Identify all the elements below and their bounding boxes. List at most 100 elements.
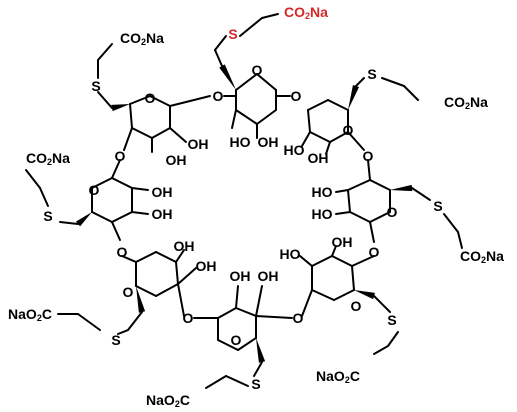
ring-oxygen-upper-left: O	[145, 90, 156, 106]
sulfur-left: S	[43, 208, 52, 224]
sulfur-left-part: S	[43, 208, 52, 224]
chain-lr	[373, 345, 389, 355]
hydroxyl-upper-left-2-part: OH	[166, 152, 187, 168]
ring-oxygen-right-part: O	[387, 204, 398, 220]
glycosidic-oxygen-upper-right-part: O	[363, 148, 374, 164]
chain-left	[59, 221, 79, 225]
carboxylate-bottom-part: 2	[175, 399, 180, 409]
chain-ur	[355, 77, 365, 87]
ring-oxygen-left: O	[89, 182, 100, 198]
carboxylate-upper-right: CO2Na	[444, 94, 488, 111]
hydroxyl-upper-right-part: HO	[284, 142, 305, 158]
sulfur-upper-left: S	[91, 78, 100, 94]
wedge-right-c6	[390, 184, 413, 192]
chain-top-red	[214, 35, 227, 51]
bond-ur-oh	[301, 131, 311, 147]
ring-oxygen-upper-right: O	[343, 122, 354, 138]
carboxylate-lower-right: NaO2C	[316, 368, 360, 385]
carboxylate-left-part: CO	[26, 150, 47, 166]
chain-ul	[97, 43, 113, 61]
chain-bottom	[253, 361, 263, 377]
glucose-ring-lower-right	[331, 255, 353, 267]
glucose-ring-top	[256, 109, 277, 125]
carboxylate-left: CO2Na	[26, 150, 70, 167]
wedge-bottom-c6	[256, 338, 266, 363]
glucose-ring-right	[347, 189, 351, 213]
hydroxyl-upper-right: HO	[284, 142, 305, 158]
glycosidic-oxygen-top-left: O	[213, 88, 224, 104]
chain-ur	[403, 85, 419, 101]
sulfur-right: S	[433, 198, 442, 214]
wedge-left-c6	[75, 212, 92, 227]
glycosidic-ur	[347, 131, 365, 151]
glycosidic-right-lower	[369, 221, 375, 243]
carboxylate-upper-left-part: 2	[141, 37, 146, 47]
glucose-ring-lower-left	[175, 261, 179, 285]
hydroxyl-lower-left-part: OH	[174, 238, 195, 254]
glycosidic-oxygen-top-right-part: O	[291, 88, 302, 104]
bond-bottom-oh	[235, 285, 239, 309]
glycosidic-oxygen-left-part: O	[117, 244, 128, 260]
bond-ll-oh	[175, 249, 185, 263]
hydroxyl-right-part: HO	[312, 184, 333, 200]
glucose-ring-upper-right	[307, 109, 311, 133]
hydroxyl-bottom-2: OH	[258, 268, 279, 284]
carboxylate-left-part: Na	[52, 150, 70, 166]
bond-left-oh	[131, 187, 149, 191]
ring-oxygen-bottom: O	[231, 332, 242, 348]
glucose-ring-lower-right	[311, 255, 333, 267]
hydroxyl-left-part: OH	[152, 184, 173, 200]
glucose-ring-right	[347, 179, 371, 191]
hydroxyl-left-2-part: OH	[152, 206, 173, 222]
hydroxyl-left: OH	[152, 184, 173, 200]
bond-right-oh	[335, 189, 349, 193]
hydroxyl-bottom-part: OH	[230, 268, 251, 284]
carboxylate-top-part: Na	[310, 4, 328, 20]
carboxylate-lower-left: NaO2C	[8, 306, 52, 323]
hydroxyl-bottom-2-part: OH	[258, 268, 279, 284]
chain-top-red	[261, 13, 279, 19]
bond-lr-oh	[331, 245, 337, 257]
glucose-ring-right	[369, 179, 391, 191]
carboxylate-upper-left: CO2Na	[120, 30, 164, 47]
carboxylate-right-part: 2	[481, 255, 486, 265]
glucose-ring-lower-right	[311, 289, 335, 301]
sulfur-upper-right-part: S	[367, 66, 376, 82]
glucose-ring-lower-left	[155, 283, 179, 297]
glycosidic-bottom-right	[255, 315, 293, 319]
chain-top-red	[214, 49, 223, 67]
chain-right	[443, 213, 459, 233]
sulfur-lower-left-part: S	[111, 332, 120, 348]
glycosidic-right	[367, 159, 371, 181]
carboxylate-lower-left-part: NaO	[8, 306, 37, 322]
glucose-ring-lower-left	[135, 285, 157, 297]
sulfur-lower-left: S	[111, 332, 120, 348]
ring-oxygen-upper-left-part: O	[145, 90, 156, 106]
glucose-ring-upper-right	[327, 99, 349, 111]
sulfur-bottom-part: S	[251, 376, 260, 392]
glycosidic-oxygen-right-part: O	[369, 244, 380, 260]
bond-right-oh	[335, 211, 351, 215]
bond-ll-oh	[177, 267, 197, 285]
hydroxyl-upper-right-2-part: OH	[308, 150, 329, 166]
sulfur-top: S	[228, 26, 237, 42]
sulfur-lower-right: S	[387, 312, 396, 328]
hydroxyl-upper-right-2: OH	[308, 150, 329, 166]
ring-oxygen-top: O	[252, 62, 263, 78]
hydroxyl-lower-right-2: OH	[332, 234, 353, 250]
ring-oxygen-lower-right-part: O	[351, 298, 362, 314]
ring-oxygen-upper-right-part: O	[343, 122, 354, 138]
hydroxyl-bottom: OH	[230, 268, 251, 284]
hydroxyl-upper-left-2: OH	[166, 152, 187, 168]
bond-left-oh	[131, 211, 149, 215]
glycosidic-oxygen-lower-left: O	[183, 310, 194, 326]
carboxylate-lower-left-part: C	[42, 306, 52, 322]
glucose-ring-right	[349, 211, 371, 223]
chain-left	[25, 169, 41, 189]
glucose-ring-lower-left	[155, 251, 177, 263]
carboxylate-lower-right-part: C	[350, 368, 360, 384]
glucose-ring-left	[111, 177, 133, 189]
sulfur-right-part: S	[433, 198, 442, 214]
